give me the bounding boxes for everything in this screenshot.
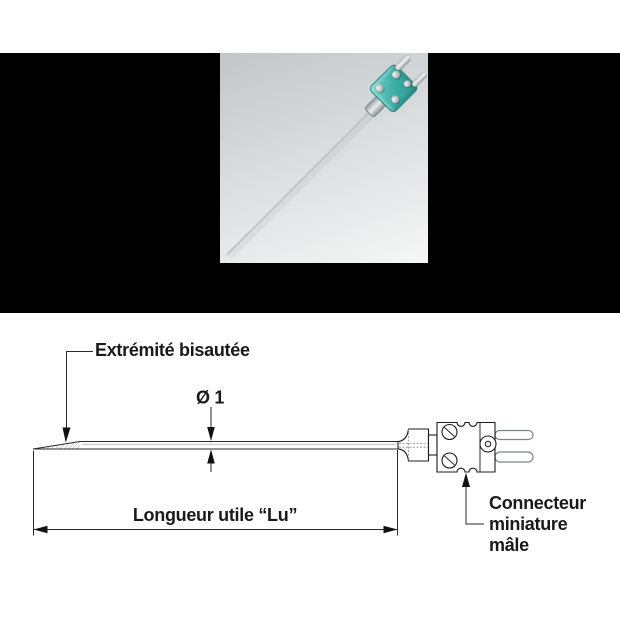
tip-label: Extrémité bisautée — [95, 340, 250, 360]
diagram-ferrule — [397, 428, 438, 462]
photo-connector-pin — [410, 70, 428, 89]
diagram-connector-body — [436, 421, 497, 473]
connector-label-line2: miniature — [489, 514, 568, 534]
product-photo — [220, 53, 428, 263]
diagram-pins — [494, 429, 534, 463]
diagram-needle — [32, 441, 398, 450]
connector-label-line1: Connecteur — [489, 493, 586, 513]
needle-outline — [32, 441, 398, 450]
photo-connector-pin — [393, 54, 412, 72]
connector-leader-arrowhead — [462, 472, 470, 487]
probe-photo-group — [220, 53, 428, 263]
tip-leader-arrowhead — [62, 427, 71, 443]
tip-leader — [62, 351, 93, 443]
ferrule-neck — [427, 434, 438, 456]
technical-diagram: Extrémité bisautée Ø 1 Lon — [32, 340, 587, 555]
diameter-label: Ø 1 — [196, 388, 224, 408]
needle-shadow — [229, 113, 375, 258]
photo-needle — [224, 110, 372, 258]
connector-leader — [462, 472, 484, 525]
connector-label-line3: mâle — [489, 535, 529, 555]
diameter-dimension — [207, 407, 215, 472]
useful-length-label: Longueur utile “Lu” — [133, 505, 297, 525]
useful-length-dimension — [33, 450, 398, 536]
